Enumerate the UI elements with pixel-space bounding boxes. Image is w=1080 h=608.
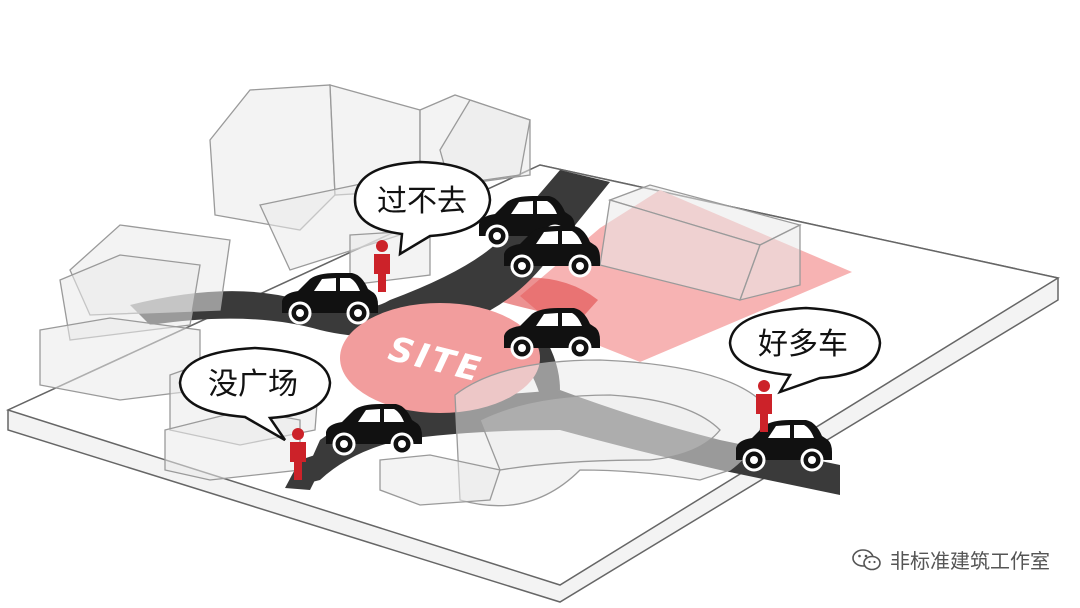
bubble-text-left: 没广场 <box>208 367 298 402</box>
speech-bubble-top: 过不去 <box>353 160 492 257</box>
speech-bubble-left: 没广场 <box>178 346 332 442</box>
wechat-icon <box>852 548 881 570</box>
watermark-text: 非标准建筑工作室 <box>890 549 1050 573</box>
bubble-text-top: 过不去 <box>377 184 467 219</box>
bubble-text-right: 好多车 <box>758 327 848 362</box>
watermark: 非标准建筑工作室 <box>852 545 1050 574</box>
speech-bubble-right: 好多车 <box>728 306 882 395</box>
